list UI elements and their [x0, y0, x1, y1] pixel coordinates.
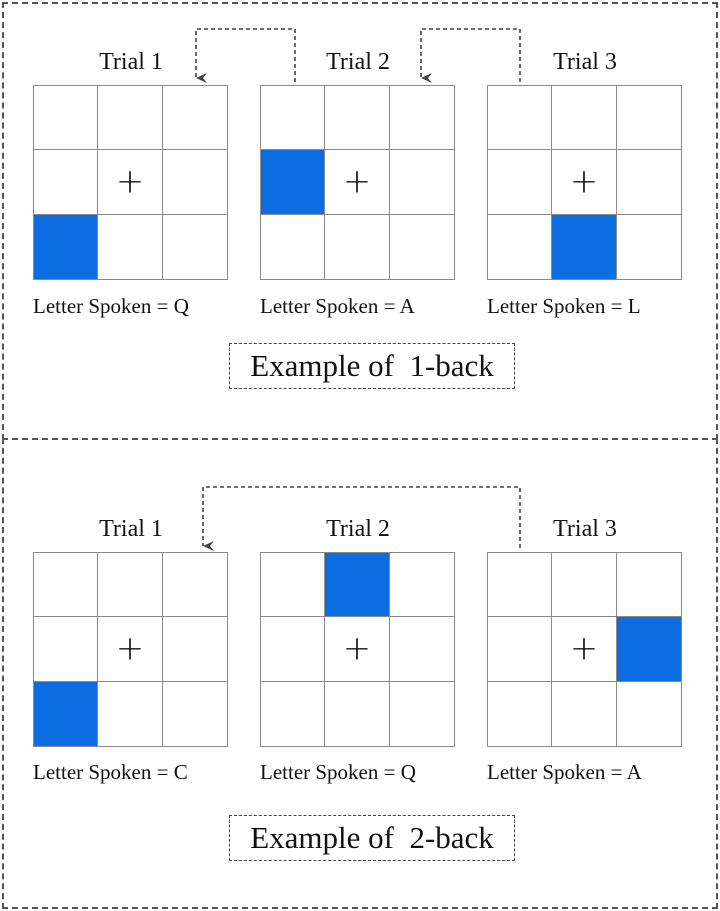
grid-cell: + — [552, 617, 617, 682]
letter-spoken-caption: Letter Spoken = Q — [33, 294, 189, 318]
grid-cell — [325, 214, 390, 279]
grid-cell — [261, 617, 326, 682]
grid-cell — [162, 617, 227, 682]
fixation-cross: + — [342, 628, 372, 669]
grid-cell — [389, 86, 454, 151]
grid-cell — [34, 617, 99, 682]
grid-cell — [389, 681, 454, 746]
active-cell — [325, 553, 390, 618]
grid-cell — [325, 681, 390, 746]
grid-cell — [261, 214, 326, 279]
grid-cell — [616, 86, 681, 151]
grid-cell — [98, 553, 163, 618]
grid-cell — [34, 553, 99, 618]
grid-cell — [162, 86, 227, 151]
grid-cell — [488, 617, 553, 682]
grid-cell — [98, 214, 163, 279]
grid-cell: + — [552, 150, 617, 215]
grid-cell — [616, 553, 681, 618]
letter-spoken-caption: Letter Spoken = C — [33, 760, 188, 784]
grid-cell — [552, 681, 617, 746]
grid-cell — [98, 86, 163, 151]
grid-cell — [261, 553, 326, 618]
grid-cell — [552, 86, 617, 151]
example-label-2-back: Example of 2-back — [229, 815, 515, 861]
grid-cell — [389, 553, 454, 618]
trial-grid: + — [33, 552, 228, 747]
grid-cell — [616, 214, 681, 279]
grid-cell — [488, 86, 553, 151]
active-cell — [261, 150, 326, 215]
trial-title: Trial 3 — [553, 49, 617, 75]
grid-cell — [389, 150, 454, 215]
fixation-cross: + — [342, 161, 372, 202]
letter-spoken-caption: Letter Spoken = A — [260, 294, 415, 318]
trial-title: Trial 3 — [553, 516, 617, 542]
fixation-cross: + — [115, 161, 145, 202]
grid-cell — [325, 86, 390, 151]
grid-cell — [162, 150, 227, 215]
grid-cell — [261, 86, 326, 151]
grid-cell — [261, 681, 326, 746]
grid-cell: + — [98, 617, 163, 682]
trial-title: Trial 1 — [99, 516, 163, 542]
trial-grid: + — [260, 85, 455, 280]
fixation-cross: + — [115, 628, 145, 669]
example-label-1-back: Example of 1-back — [229, 343, 515, 389]
trial-title: Trial 2 — [326, 516, 390, 542]
letter-spoken-caption: Letter Spoken = A — [487, 760, 642, 784]
grid-cell — [162, 553, 227, 618]
active-cell — [34, 681, 99, 746]
grid-cell: + — [325, 150, 390, 215]
grid-cell — [552, 553, 617, 618]
grid-cell — [389, 617, 454, 682]
grid-cell — [488, 214, 553, 279]
grid-cell — [488, 553, 553, 618]
fixation-cross: + — [569, 628, 599, 669]
trial-title: Trial 1 — [99, 49, 163, 75]
grid-cell: + — [325, 617, 390, 682]
two-back-panel — [2, 438, 718, 909]
two-back-arrow-trial3-to-trial1 — [202, 486, 521, 551]
trial-title: Trial 2 — [326, 49, 390, 75]
one-back-arrow-trial3-to-trial2 — [420, 28, 521, 83]
trial-grid: + — [260, 552, 455, 747]
one-back-panel — [2, 2, 718, 440]
grid-cell — [98, 681, 163, 746]
active-cell — [552, 214, 617, 279]
active-cell — [616, 617, 681, 682]
active-cell — [34, 214, 99, 279]
grid-cell: + — [98, 150, 163, 215]
grid-cell — [488, 681, 553, 746]
grid-cell — [389, 214, 454, 279]
grid-cell — [488, 150, 553, 215]
grid-cell — [616, 681, 681, 746]
letter-spoken-caption: Letter Spoken = L — [487, 294, 641, 318]
trial-grid: + — [487, 552, 682, 747]
grid-cell — [162, 214, 227, 279]
trial-grid: + — [33, 85, 228, 280]
grid-cell — [616, 150, 681, 215]
letter-spoken-caption: Letter Spoken = Q — [260, 760, 416, 784]
fixation-cross: + — [569, 161, 599, 202]
grid-cell — [162, 681, 227, 746]
trial-grid: + — [487, 85, 682, 280]
grid-cell — [34, 150, 99, 215]
grid-cell — [34, 86, 99, 151]
one-back-arrow-trial2-to-trial1 — [195, 28, 296, 83]
